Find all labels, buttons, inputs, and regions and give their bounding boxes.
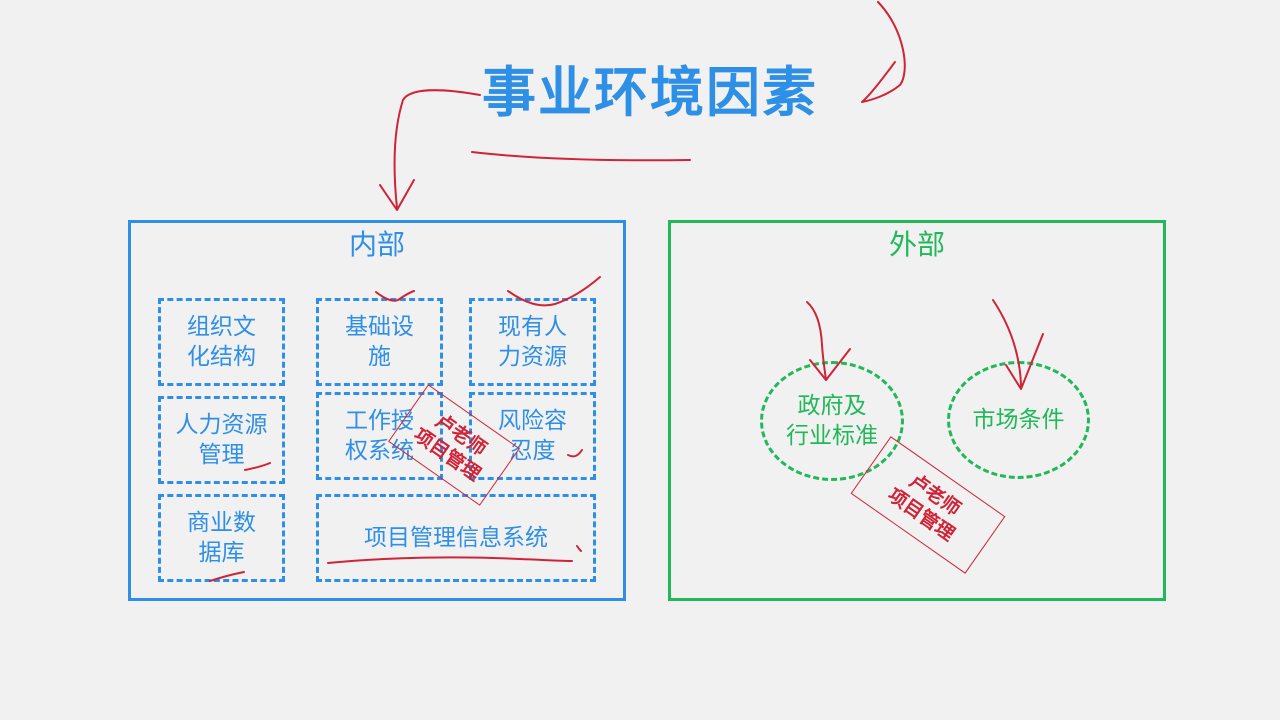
internal-item-work-authorization: 工作授 权系统 [316, 392, 443, 480]
internal-item-org-culture: 组织文 化结构 [158, 298, 285, 386]
internal-item-infrastructure-label: 基础设 施 [345, 314, 414, 370]
internal-item-hr-management: 人力资源 管理 [158, 396, 285, 484]
external-item-market-conditions: 市场条件 [947, 361, 1090, 479]
diagram-title: 事业环境因素 [482, 61, 818, 124]
arrow-to-internal-stroke [393, 89, 481, 209]
internal-panel-label: 内部 [348, 228, 405, 261]
internal-item-risk-tolerance-label: 风险容 忍度 [498, 408, 567, 464]
title-underline-stroke [471, 151, 691, 162]
external-item-gov-standards: 政府及 行业标准 [760, 361, 904, 481]
external-item-gov-standards-label: 政府及 行业标准 [786, 393, 878, 449]
internal-item-commercial-database: 商业数 据库 [158, 494, 285, 582]
internal-item-risk-tolerance: 风险容 忍度 [469, 392, 596, 480]
internal-item-infrastructure: 基础设 施 [316, 298, 443, 386]
internal-item-commercial-database-label: 商业数 据库 [187, 510, 256, 566]
arrowhead-internal-stroke [379, 179, 415, 211]
internal-item-pmis-label: 项目管理信息系统 [364, 525, 548, 551]
internal-item-work-authorization-label: 工作授 权系统 [345, 408, 414, 464]
internal-item-existing-hr-label: 现有人 力资源 [498, 314, 567, 370]
internal-panel: 内部 [128, 220, 626, 601]
external-panel: 外部 [668, 220, 1166, 601]
internal-item-hr-management-label: 人力资源 管理 [175, 412, 268, 468]
external-item-market-conditions-label: 市场条件 [972, 407, 1065, 433]
internal-item-org-culture-label: 组织文 化结构 [187, 314, 256, 370]
internal-item-existing-hr: 现有人 力资源 [469, 298, 596, 386]
internal-item-pmis: 项目管理信息系统 [316, 494, 596, 582]
external-panel-label: 外部 [888, 228, 945, 261]
title-right-curve-stroke [861, 1, 906, 103]
